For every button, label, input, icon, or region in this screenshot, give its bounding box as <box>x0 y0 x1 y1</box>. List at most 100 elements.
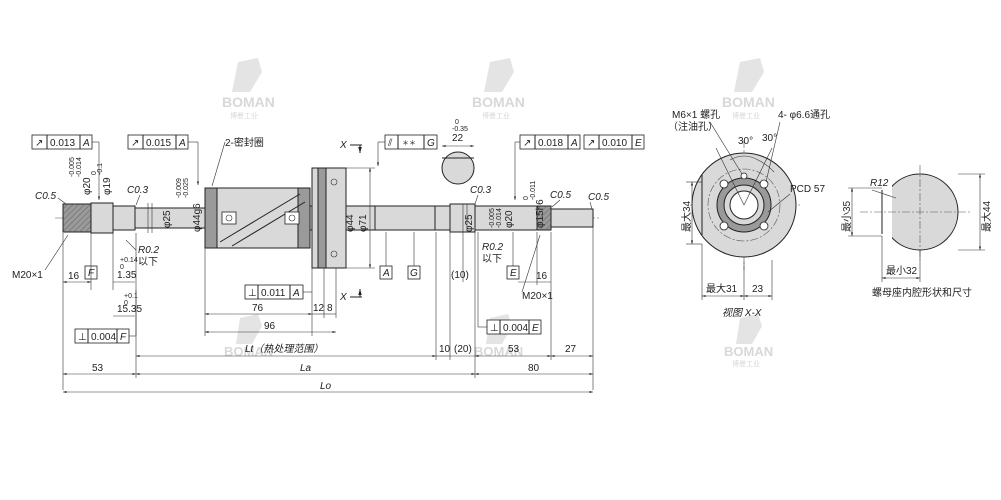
svg-text:＊＊: ＊＊ <box>402 140 416 147</box>
shaft-section-g: 0 -0.35 22 <box>441 119 475 185</box>
svg-text:0.013: 0.013 <box>50 138 75 149</box>
svg-text:博曼工业: 博曼工业 <box>230 111 258 120</box>
dim-10-paren: (10) <box>451 270 469 281</box>
svg-text:0.011: 0.011 <box>261 288 286 299</box>
label-phi19: φ19 <box>102 177 113 195</box>
label-through-holes: 4- φ6.6通孔 <box>778 109 830 121</box>
svg-text:0.004: 0.004 <box>91 332 116 343</box>
tol-frame-left: ↗ 0.013 A <box>31 134 101 200</box>
tol-frame-flat: ⫽ ＊＊ G <box>376 134 438 166</box>
tol-frame-flange: ⊥ 0.011 A <box>244 284 312 300</box>
dim-max31: 最大31 <box>706 282 738 295</box>
svg-text:0.015: 0.015 <box>146 138 171 149</box>
svg-text:A: A <box>178 138 186 149</box>
ball-nut <box>204 167 347 269</box>
tol-frame-r2: ↗ 0.010 E <box>583 134 645 150</box>
dim-max44: 最大44 <box>980 200 993 232</box>
svg-text:0: 0 <box>120 264 124 271</box>
label-pcd: PCD 57 <box>790 184 825 195</box>
dim-53-right: 53 <box>508 344 520 355</box>
datum-f: F <box>88 268 95 279</box>
label-c03-right: C0.3 <box>470 185 492 196</box>
svg-text:博曼工业: 博曼工业 <box>482 111 510 120</box>
caption-view-xx: 视图 X-X <box>722 307 762 319</box>
dim-lo: Lo <box>320 381 332 392</box>
svg-text:-0.005: -0.005 <box>69 157 76 177</box>
label-m20-right: M20×1 <box>522 291 553 302</box>
label-phi25-left: φ25 <box>162 210 173 228</box>
svg-text:A: A <box>292 288 300 299</box>
svg-text:0: 0 <box>523 196 530 200</box>
svg-text:⊥: ⊥ <box>78 332 87 343</box>
dim-76: 76 <box>252 303 264 314</box>
svg-text:⊥: ⊥ <box>248 288 257 299</box>
watermark-6: BOMAN 博曼工业 <box>724 314 773 368</box>
svg-text:G: G <box>427 138 435 149</box>
dim-20-paren: (20) <box>454 344 472 355</box>
label-phi25-right: φ25 <box>464 214 475 232</box>
dim-lt: Lt（热处理范围） <box>245 343 323 355</box>
svg-text:A: A <box>570 138 578 149</box>
svg-text:0: 0 <box>124 300 128 307</box>
label-phi15h6: φ15h6 <box>535 199 546 228</box>
svg-text:以下: 以下 <box>482 254 502 265</box>
svg-text:BOMAN: BOMAN <box>222 94 275 110</box>
dim-8: 8 <box>327 303 333 314</box>
label-m6-hole: M6×1 螺孔 <box>672 109 720 121</box>
svg-text:博曼工业: 博曼工业 <box>732 111 760 120</box>
watermark-2: BOMAN 博曼工业 <box>472 58 525 120</box>
datum-a: A <box>382 268 390 279</box>
dim-10: 10 <box>439 344 451 355</box>
dim-15.35: 15.35 <box>117 304 142 315</box>
label-phi44: φ44 <box>345 214 356 232</box>
svg-text:22: 22 <box>452 133 464 144</box>
svg-text:-0.014: -0.014 <box>76 157 83 177</box>
svg-text:↗: ↗ <box>523 138 531 149</box>
svg-text:E: E <box>635 138 642 149</box>
label-m20-left: M20×1 <box>12 270 43 281</box>
svg-text:⫽: ⫽ <box>387 138 393 149</box>
svg-text:BOMAN: BOMAN <box>724 344 773 359</box>
label-phi20-left: φ20 <box>82 177 93 195</box>
svg-text:0.004: 0.004 <box>503 323 528 334</box>
svg-text:博曼工业: 博曼工业 <box>732 359 760 368</box>
dim-1.35: 1.35 <box>117 270 137 281</box>
side-view-xx <box>690 140 800 270</box>
label-seal: 2-密封圈 <box>225 136 264 149</box>
svg-text:-0.1: -0.1 <box>97 163 104 175</box>
svg-text:BOMAN: BOMAN <box>472 94 525 110</box>
dim-12: 12 <box>313 303 325 314</box>
datum-g: G <box>410 268 418 279</box>
svg-text:↗: ↗ <box>35 138 43 149</box>
label-30deg-a: 30° <box>738 136 753 147</box>
dim-min32: 最小32 <box>886 265 918 277</box>
caption-cavity: 螺母座内腔形状和尺寸 <box>872 286 972 299</box>
svg-text:0.010: 0.010 <box>602 138 627 149</box>
label-c05-right2: C0.5 <box>588 192 610 203</box>
svg-text:0.018: 0.018 <box>538 138 563 149</box>
svg-text:⊥: ⊥ <box>490 323 499 334</box>
watermark-1: BOMAN 博曼工业 <box>222 58 275 120</box>
datum-e: E <box>510 268 517 279</box>
svg-text:F: F <box>120 332 127 343</box>
dim-27: 27 <box>565 344 577 355</box>
label-c05-left: C0.5 <box>35 191 57 202</box>
svg-text:以下: 以下 <box>138 257 158 268</box>
label-phi44g6: φ44g6 <box>192 203 203 232</box>
dim-max34: 最大34 <box>680 200 693 232</box>
dim-23: 23 <box>752 284 764 295</box>
svg-text:+0.1: +0.1 <box>124 293 138 300</box>
dim-96: 96 <box>264 321 276 332</box>
section-view-cavity <box>860 165 970 260</box>
label-30deg-b: 30° <box>762 133 777 144</box>
dim-80: 80 <box>528 363 540 374</box>
svg-text:↗: ↗ <box>587 138 595 149</box>
section-mark-x-top: X <box>339 140 347 151</box>
label-oil-hole: （注油孔） <box>668 120 718 133</box>
svg-text:0: 0 <box>91 171 98 175</box>
label-phi20-right: φ20 <box>504 210 515 228</box>
tol-frame-right: ⊥ 0.004 E <box>477 232 542 335</box>
svg-text:-0.35: -0.35 <box>452 126 468 133</box>
svg-text:A: A <box>82 138 90 149</box>
